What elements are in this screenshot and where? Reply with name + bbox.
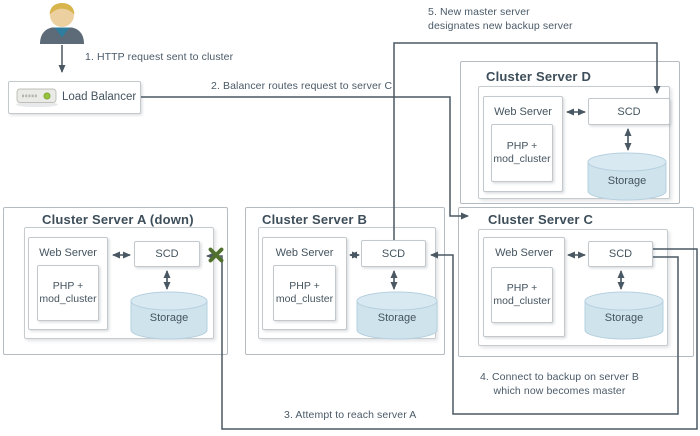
step2-label: 2. Balancer routes request to server C [211,80,393,92]
cluster-a-scd-box: SCD [134,241,200,267]
cluster-b-php-box: PHP + mod_cluster [273,265,336,321]
cluster-d-web-server-label: Web Server [494,106,552,118]
cluster-b-storage-label: Storage [377,312,417,324]
cluster-a-web-server-label: Web Server [39,247,97,259]
cluster-a-php-box: PHP + mod_cluster [37,265,99,321]
cluster-c-title: Cluster Server C [488,212,594,227]
cluster-b-web-server-label: Web Server [275,247,334,259]
cluster-c-web-server-label: Web Server [495,247,553,259]
cluster-c-storage-label: Storage [604,312,644,324]
cluster-d-scd-box: SCD [588,98,670,125]
step1-label: 1. HTTP request sent to cluster [85,51,234,63]
cluster-c-scd-box: SCD [588,241,653,267]
user-icon [40,3,84,44]
cluster-d-php-box: PHP + mod_cluster [491,124,553,182]
cluster-a-title: Cluster Server A (down) [42,212,194,227]
step5-label: 5. New master server designates new back… [428,6,573,32]
cluster-a-storage-label: Storage [149,312,189,324]
step2-lb-to-cluster-c-connector [141,96,469,220]
cluster-b-title: Cluster Server B [262,212,368,227]
cluster-d-title: Cluster Server D [486,69,592,84]
cluster-d-storage-label: Storage [607,175,647,187]
step4-label: 4. Connect to backup on server B which n… [479,371,640,397]
step3-label: 3. Attempt to reach server A [284,409,417,421]
cluster-b-scd-box: SCD [361,240,426,267]
load-balancer-label: Load Balancer [62,91,137,103]
cluster-c-php-box: PHP + mod_cluster [491,267,553,323]
